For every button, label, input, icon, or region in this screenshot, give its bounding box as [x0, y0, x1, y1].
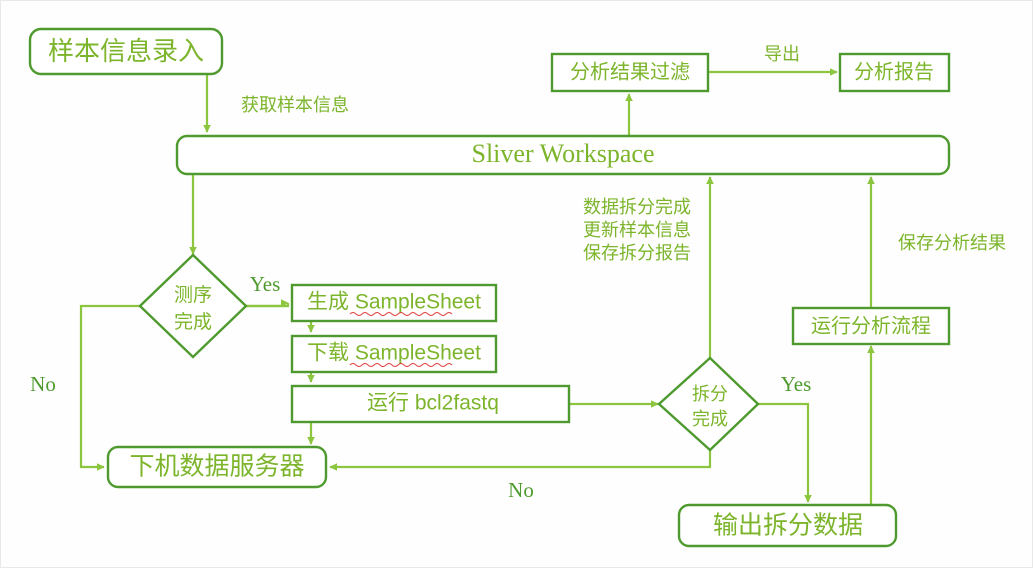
- edge-label-split-yes: Yes: [781, 372, 812, 396]
- edge-seq-done-no-to-data-server: [79, 304, 141, 471]
- edge-label-seq-no: No: [30, 372, 56, 396]
- node-output-split[interactable]: 输出拆分数据: [677, 503, 898, 548]
- node-run-pipeline-label: 运行分析流程: [811, 314, 931, 337]
- edge-split-done-yes-to-output: [758, 402, 812, 503]
- node-seq-done-label-line2: 完成: [174, 311, 212, 333]
- node-dl-samplesheet-label: 下载 SampleSheet: [307, 342, 481, 365]
- spellcheck-underline-icon-2: [349, 362, 453, 368]
- node-result-filter-label: 分析结果过滤: [570, 60, 690, 83]
- node-sample-entry[interactable]: 样本信息录入: [28, 27, 224, 76]
- node-workspace-label: Sliver Workspace: [472, 139, 655, 168]
- spellcheck-underline-icon: [349, 311, 453, 317]
- edge-label-save-results: 保存分析结果: [898, 233, 1006, 253]
- edge-label-export: 导出: [764, 44, 800, 64]
- edge-label-fetch-sample-info: 获取样本信息: [241, 95, 349, 115]
- node-dl-samplesheet[interactable]: 下载 SampleSheet: [290, 334, 498, 374]
- node-data-server-label: 下机数据服务器: [129, 453, 304, 481]
- node-gen-samplesheet[interactable]: 生成 SampleSheet: [290, 283, 498, 323]
- node-split-done[interactable]: 拆分 完成: [657, 356, 760, 452]
- edge-label-split-no: No: [508, 478, 534, 502]
- node-result-filter[interactable]: 分析结果过滤: [550, 52, 710, 93]
- node-workspace[interactable]: Sliver Workspace: [175, 134, 951, 176]
- node-gen-samplesheet-label: 生成 SampleSheet: [307, 291, 481, 314]
- edge-label-seq-yes: Yes: [250, 272, 281, 296]
- node-seq-done[interactable]: 测序 完成: [138, 253, 248, 359]
- node-run-bcl2fastq[interactable]: 运行 bcl2fastq: [290, 384, 571, 424]
- node-run-bcl2fastq-label: 运行 bcl2fastq: [367, 392, 499, 415]
- node-data-server[interactable]: 下机数据服务器: [106, 445, 328, 489]
- edge-label-split-complete-line3: 保存拆分报告: [583, 243, 691, 263]
- node-run-pipeline[interactable]: 运行分析流程: [791, 306, 951, 346]
- node-analysis-report[interactable]: 分析报告: [838, 52, 951, 93]
- node-seq-done-label-line1: 测序: [174, 284, 212, 306]
- edge-label-split-complete-line1: 数据拆分完成: [583, 197, 691, 217]
- node-output-split-label: 输出拆分数据: [713, 512, 863, 540]
- edge-split-done-no-to-data-server: [329, 449, 712, 471]
- edge-label-split-complete-line2: 更新样本信息: [583, 220, 691, 240]
- node-split-done-label-line1: 拆分: [692, 384, 728, 404]
- node-split-done-label-line2: 完成: [692, 409, 728, 429]
- node-analysis-report-label: 分析报告: [854, 60, 934, 83]
- node-sample-entry-label: 样本信息录入: [48, 36, 204, 66]
